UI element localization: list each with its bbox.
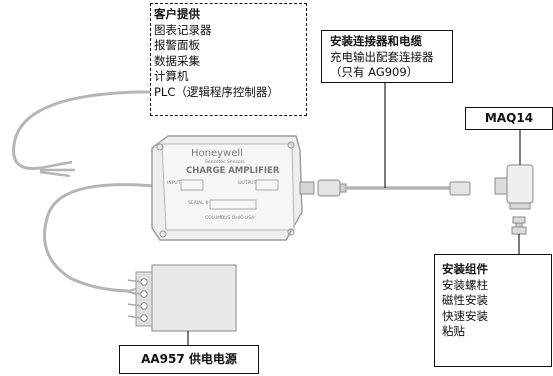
power-supply — [127, 264, 237, 332]
connector-box-line: 充电输出配套连接器 — [330, 49, 434, 64]
mount-item: 安装螺柱 — [442, 277, 488, 292]
amplifier-serial-label: SERIAL # — [188, 201, 209, 206]
amplifier-output-label: OUTPUT — [238, 181, 257, 186]
mount-box-title: 安装组件 — [442, 262, 488, 276]
cable-lead-icon — [39, 160, 75, 178]
connector-box-title: 安装连接器和电缆 — [330, 34, 422, 48]
amplifier-subbrand: Sensotec Sensors — [205, 160, 245, 165]
maq14-sensor — [494, 164, 534, 210]
connector-cable-box: 安装连接器和电缆 充电输出配套连接器 （只有 AG909） — [321, 30, 453, 83]
connector-box-line: （只有 AG909） — [330, 65, 419, 79]
customer-item: 计算机 — [154, 69, 189, 83]
sensor-label: MAQ14 — [465, 107, 553, 130]
customer-item: 报警面板 — [154, 38, 200, 52]
customer-box-title: 客户提供 — [154, 7, 200, 21]
power-supply-label: AA957 供电电源 — [119, 345, 259, 374]
mount-item: 快速安装 — [442, 308, 488, 323]
mount-item: 粘贴 — [442, 324, 465, 338]
amplifier-input-label: INPUT — [167, 181, 181, 186]
power-cable — [43, 183, 155, 293]
customer-cable — [12, 90, 150, 171]
mounting-stud — [511, 216, 527, 235]
mounting-kit-box: 安装组件 安装螺柱 磁性安装 快速安装 粘贴 — [434, 254, 552, 367]
connector-cable — [317, 179, 471, 197]
mount-item: 磁性安装 — [442, 293, 488, 307]
customer-item: 图表记录器 — [154, 22, 212, 37]
amplifier-brand: Honeywell — [191, 148, 243, 159]
charge-amplifier — [151, 135, 315, 241]
amplifier-location: COLUMBUS OHIO USA — [205, 216, 255, 221]
customer-supplied-box: 客户提供 图表记录器 报警面板 数据采集 计算机 PLC（逻辑程序控制器） — [150, 3, 307, 116]
amplifier-model: CHARGE AMPLIFIER — [186, 166, 280, 176]
customer-item: 数据采集 — [154, 53, 200, 68]
customer-item: PLC（逻辑程序控制器） — [154, 84, 279, 99]
